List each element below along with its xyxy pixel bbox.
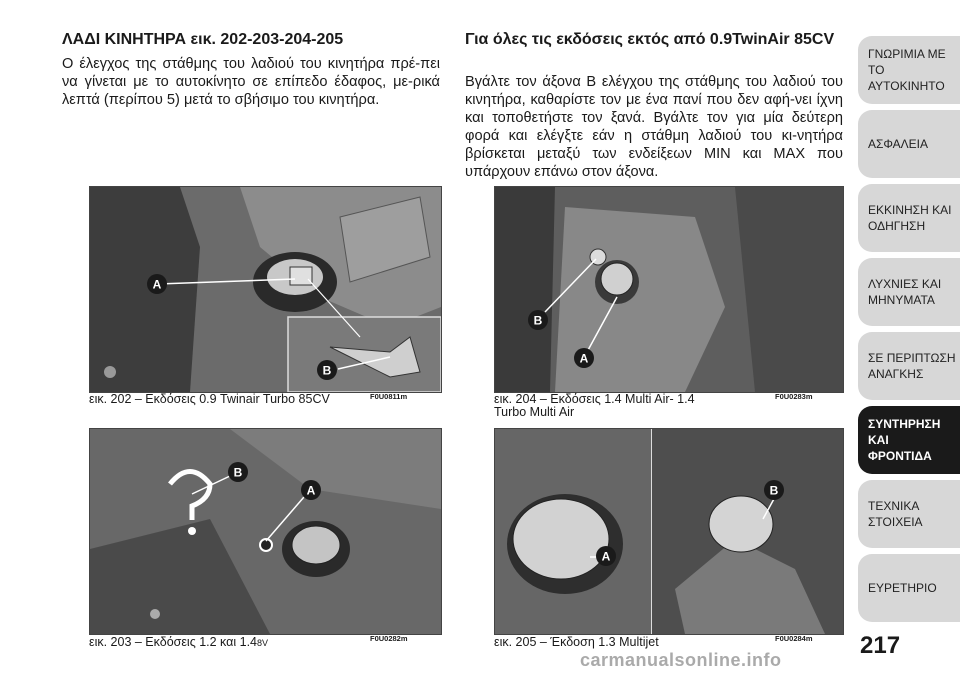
tab-emergency[interactable]: ΣΕ ΠΕΡΙΠΤΩΣΗ ΑΝΑΓΚΗΣ [858, 332, 960, 400]
figure-202-caption: εικ. 202 – Εκδόσεις 0.9 Twinair Turbo 85… [89, 392, 330, 406]
svg-text:A: A [307, 484, 316, 498]
intro-paragraph: Ο έλεγχος της στάθμης του λαδιού του κιν… [62, 56, 440, 108]
svg-text:A: A [153, 278, 162, 292]
figure-202-label-b: B [316, 359, 338, 381]
section-heading: ΛΑΔΙ ΚΙΝΗΤΗΡΑ εικ. 202-203-204-205 [62, 31, 344, 48]
tab-index[interactable]: ΕΥΡΕΤΗΡΙΟ [858, 554, 960, 622]
svg-text:B: B [534, 314, 543, 328]
figure-203-code: F0U0282m [370, 634, 408, 643]
svg-text:A: A [602, 550, 611, 564]
watermark: carmanualsonline.info [580, 650, 782, 670]
svg-text:B: B [323, 364, 332, 378]
figure-203-label-b: B [227, 461, 249, 483]
figure-204-label-a: A [573, 347, 595, 369]
figure-205-image: A B [494, 428, 844, 635]
figure-204-code: F0U0283m [775, 392, 813, 401]
tab-starting-driving[interactable]: ΕΚΚΙΝΗΣΗ ΚΑΙ ΟΔΗΓΗΣΗ [858, 184, 960, 252]
figure-205-label-b: B [763, 479, 785, 501]
tab-maintenance-active[interactable]: ΣΥΝΤΗΡΗΣΗ ΚΑΙ ΦΡΟΝΤΙΔΑ [858, 406, 960, 474]
figure-204-image: B A [494, 186, 844, 393]
figure-202-image: A B [89, 186, 442, 393]
page-number: 217 [860, 632, 901, 659]
tab-safety[interactable]: ΑΣΦΑΛΕΙΑ [858, 110, 960, 178]
tab-getting-to-know[interactable]: ΓΝΩΡΙΜΙΑ ΜΕ ΤΟ ΑΥΤΟΚΙΝΗΤΟ [858, 36, 960, 104]
svg-text:B: B [234, 466, 243, 480]
figure-204-caption: εικ. 204 – Εκδόσεις 1.4 Multi Air- 1.4 T… [494, 392, 695, 419]
subsection-heading: Για όλες τις εκδόσεις εκτός από 0.9TwinA… [465, 31, 835, 48]
figure-203-caption: εικ. 203 – Εκδόσεις 1.2 και 1.48V [89, 635, 269, 649]
figure-202-label-a: A [146, 273, 168, 295]
figure-202-code: F0U0811m [370, 392, 408, 401]
figure-203-image: B A [89, 428, 442, 635]
svg-text:B: B [770, 484, 779, 498]
svg-text:A: A [580, 352, 589, 366]
figure-203-label-a: A [300, 479, 322, 501]
figure-205-label-a: A [595, 545, 617, 567]
figure-204-label-b: B [527, 309, 549, 331]
tab-technical-data[interactable]: ΤΕΧΝΙΚΑ ΣΤΟΙΧΕΙΑ [858, 480, 960, 548]
instruction-paragraph: Βγάλτε τον άξονα B ελέγχου της στάθμης τ… [465, 74, 843, 180]
figure-205-code: F0U0284m [775, 634, 813, 643]
figure-205-caption: εικ. 205 – Έκδοση 1.3 Multijet [494, 635, 659, 649]
tab-warning-lights[interactable]: ΛΥΧΝΙΕΣ ΚΑΙ ΜΗΝΥΜΑΤΑ [858, 258, 960, 326]
